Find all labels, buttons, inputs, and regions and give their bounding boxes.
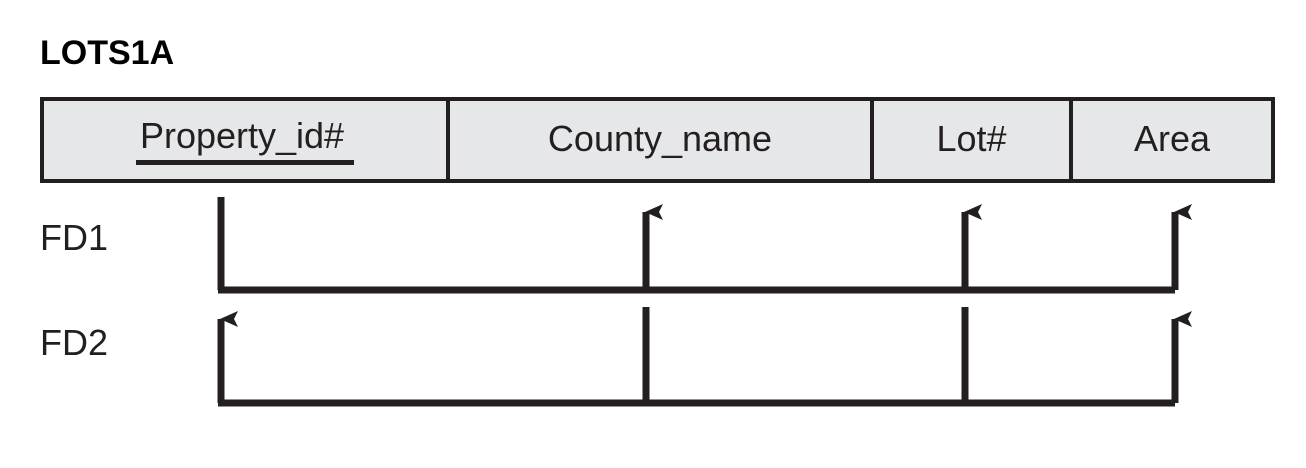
attribute-cell-lot: Lot# [874,101,1073,179]
attribute-cell-property-id: Property_id# [44,101,450,179]
attribute-label-county-name: County_name [547,118,773,159]
attribute-cell-county-name: County_name [450,101,874,179]
fd1-label: FD1 [40,217,109,258]
attribute-label-area: Area [1133,118,1211,159]
attribute-label-property-id: Property_id# [135,115,355,165]
fd2-label: FD2 [40,322,109,363]
attribute-label-lot: Lot# [936,118,1007,159]
relation-title: LOTS1A [40,34,175,72]
fd2-link-group [217,307,1192,407]
fd1-link-group [217,197,1192,294]
attribute-table: Property_id# County_name Lot# Area [40,97,1275,183]
attribute-cell-area: Area [1073,101,1271,179]
